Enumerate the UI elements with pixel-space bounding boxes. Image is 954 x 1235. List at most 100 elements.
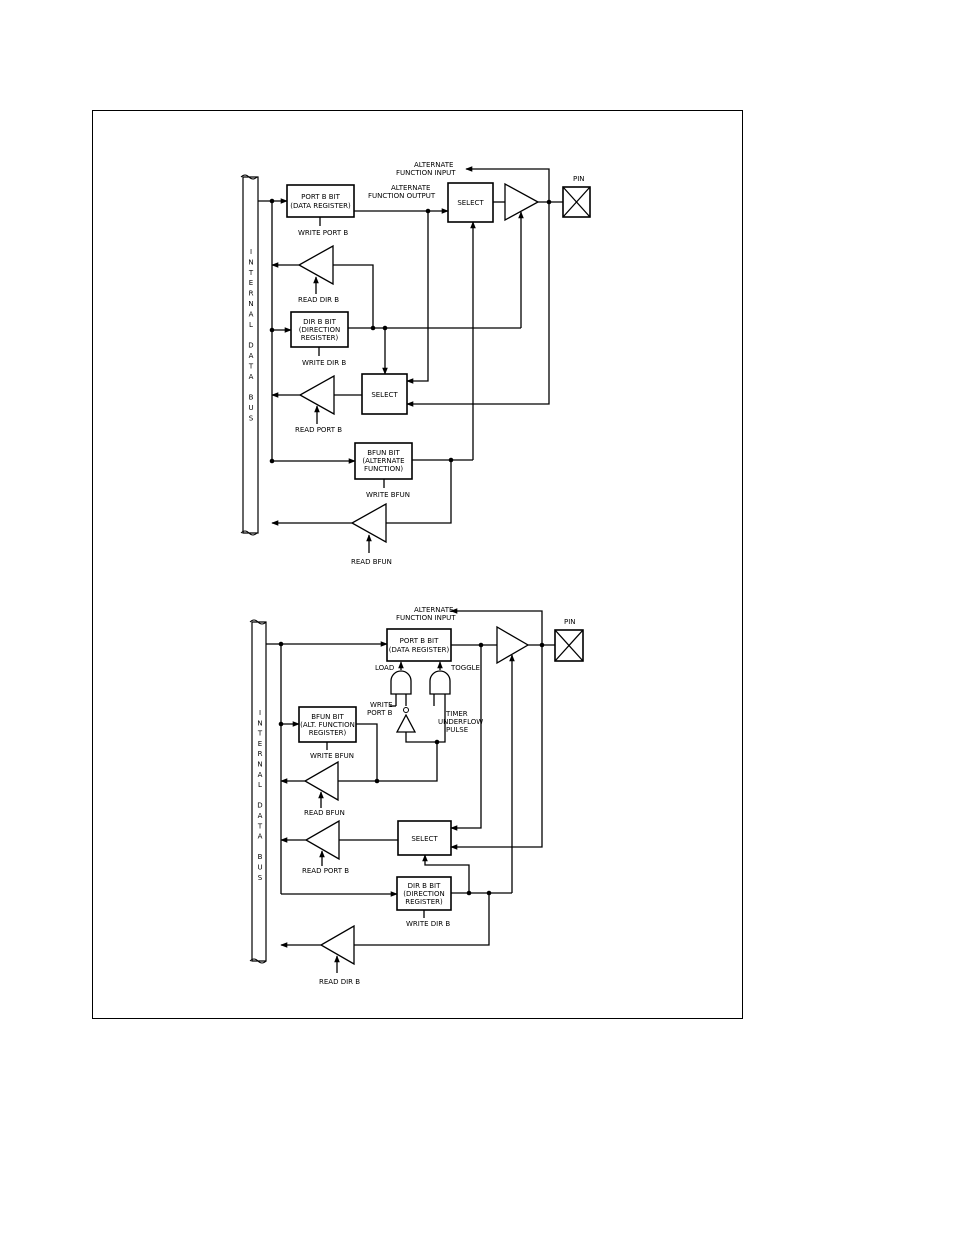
bus-letter: U	[248, 404, 253, 412]
port-b-bit-register: PORT B BIT (DATA REGISTER)	[286, 184, 355, 218]
and-gate-toggle-icon	[429, 670, 451, 695]
bus-letter: B	[258, 853, 263, 861]
timer-underflow-label-2: UNDERFLOW	[438, 718, 483, 726]
bfun-bit-register: BFUN BIT (ALTERNATE FUNCTION)	[354, 442, 413, 480]
dir-b-bit-sub2: REGISTER)	[301, 334, 339, 342]
alt-input-label-1: ALTERNATE	[414, 161, 453, 169]
output-buffer-icon	[504, 182, 540, 222]
dir-b-bit-sub1-2: (DIRECTION	[403, 890, 444, 898]
load-label: LOAD	[375, 664, 394, 672]
port-b-bit-subtitle: (DATA REGISTER)	[290, 202, 351, 210]
dir-b-bit-title: DIR B BIT	[303, 318, 336, 326]
write-dir-b-label-2: WRITE DIR B	[406, 920, 450, 928]
bus-letter: E	[258, 740, 262, 748]
pin-icon-2	[554, 629, 584, 662]
dir-b-bit-sub2-2: REGISTER)	[405, 898, 443, 906]
timer-underflow-label-3: PULSE	[446, 726, 468, 734]
bus-letter: U	[257, 864, 262, 872]
alt-input-label-2a: ALTERNATE	[414, 606, 453, 614]
select-output-mux: SELECT	[447, 182, 494, 223]
bus-letter: D	[257, 802, 262, 810]
pin-label: PIN	[573, 175, 585, 183]
bfun-bit-sub1-2: (ALT. FUNCTION	[300, 721, 355, 729]
bus-letter: T	[257, 730, 263, 738]
bfun-bit-sub2-2: REGISTER)	[309, 729, 347, 737]
write-port-b-label-2a: WRITE	[370, 701, 393, 709]
bus-letter: T	[248, 269, 254, 277]
port-b-bit-register-2: PORT B BIT (DATA REGISTER)	[386, 628, 452, 662]
bus-letter: B	[249, 394, 254, 402]
read-port-b-buffer-icon	[298, 374, 335, 416]
bus-letter: S	[258, 874, 263, 882]
dir-b-bit-register: DIR B BIT (DIRECTION REGISTER)	[290, 311, 349, 348]
bus-letter: T	[248, 362, 254, 370]
read-bfun-buffer-icon-2	[303, 760, 339, 802]
bus-letter: E	[249, 279, 253, 287]
port-b-bit-title: PORT B BIT	[301, 193, 340, 201]
read-dir-b-label-2: READ DIR B	[319, 978, 360, 986]
alt-input-label-2: FUNCTION INPUT	[396, 169, 456, 177]
write-port-b-label-2b: PORT B	[367, 709, 393, 717]
write-bfun-label-2: WRITE BFUN	[310, 752, 354, 760]
timer-underflow-label-1: TIMER	[445, 710, 468, 718]
read-port-b-label-2: READ PORT B	[302, 867, 349, 875]
select-mid-label: SELECT	[371, 391, 398, 399]
select-read-mux: SELECT	[361, 373, 408, 415]
read-dir-b-label: READ DIR B	[298, 296, 339, 304]
select-top-label: SELECT	[457, 199, 484, 207]
pin-icon	[562, 186, 591, 218]
bus-letter: S	[249, 414, 254, 422]
bus-letter: N	[248, 258, 253, 266]
inverter-icon	[395, 713, 417, 733]
bus-letter: R	[249, 290, 254, 298]
bus-letter: A	[249, 373, 254, 381]
alt-output-label-2: FUNCTION OUTPUT	[368, 192, 436, 200]
toggle-label: TOGGLE	[450, 664, 480, 672]
read-bfun-label-2: READ BFUN	[304, 809, 345, 817]
read-port-b-buffer-icon-2	[304, 819, 340, 861]
bus-letter: L	[258, 781, 262, 789]
bus-letter: N	[248, 300, 253, 308]
write-dir-b-label: WRITE DIR B	[302, 359, 346, 367]
bfun-bit-sub1: (ALTERNATE	[362, 457, 404, 465]
bfun-bit-register-2: BFUN BIT (ALT. FUNCTION REGISTER)	[298, 706, 357, 743]
select-label-2: SELECT	[411, 835, 438, 843]
output-buffer-icon-2	[496, 625, 530, 665]
bus-letter: R	[258, 750, 263, 758]
bfun-bit-title-2: BFUN BIT	[311, 713, 344, 721]
bus-letter: T	[257, 822, 263, 830]
alt-input-label-2b: FUNCTION INPUT	[396, 614, 456, 622]
select-read-mux-2: SELECT	[397, 820, 452, 856]
write-bfun-label: WRITE BFUN	[366, 491, 410, 499]
figure-frame	[92, 110, 743, 1019]
bus-letter: A	[258, 771, 263, 779]
read-bfun-label: READ BFUN	[351, 558, 392, 566]
read-bfun-buffer-icon	[350, 502, 387, 544]
read-dir-b-buffer-icon-2	[319, 924, 355, 966]
bus-letter: A	[249, 352, 254, 360]
bus-letter: I	[250, 248, 252, 256]
bus-letter: I	[259, 709, 261, 717]
dir-b-bit-sub1: (DIRECTION	[299, 326, 340, 334]
dir-b-bit-title-2: DIR B BIT	[408, 882, 441, 890]
alt-output-label-1: ALTERNATE	[391, 184, 430, 192]
bus-letter: N	[257, 719, 262, 727]
read-port-b-label: READ PORT B	[295, 426, 342, 434]
pin-label-2: PIN	[564, 618, 576, 626]
write-port-b-label: WRITE PORT B	[298, 229, 348, 237]
bus-letter: A	[249, 310, 254, 318]
port-b-bit-title-2: PORT B BIT	[400, 637, 439, 645]
bus-letter: A	[258, 833, 263, 841]
bus-letter: N	[257, 761, 262, 769]
bus-letter: L	[249, 321, 253, 329]
dir-b-bit-register-2: DIR B BIT (DIRECTION REGISTER)	[396, 876, 452, 911]
bfun-bit-sub2: FUNCTION)	[364, 465, 403, 473]
bfun-bit-title: BFUN BIT	[367, 449, 400, 457]
